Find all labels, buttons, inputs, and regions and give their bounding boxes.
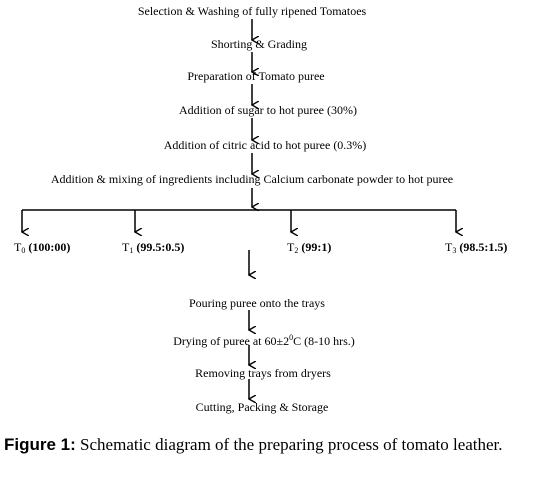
- step-add-citric: Addition of citric acid to hot puree (0.…: [163, 138, 367, 152]
- drying-text: Drying of puree at 60±2: [173, 334, 290, 348]
- treatment-ratio: (98.5:1.5): [459, 240, 508, 254]
- treatment-letter: T: [14, 240, 22, 254]
- treatment-t3: T3 (98.5:1.5): [445, 240, 507, 258]
- flow-arrows: [0, 19, 541, 430]
- treatment-t2: T2 (99:1): [287, 240, 331, 258]
- treatment-subscript: 3: [452, 246, 457, 255]
- step-sort-grade: Shorting & Grading: [211, 37, 307, 51]
- treatment-subscript: 0: [21, 246, 26, 255]
- figure-caption: Figure 1: Schematic diagram of the prepa…: [4, 434, 538, 456]
- treatment-ratio: (99:1): [301, 240, 332, 254]
- caption-label: Figure 1:: [4, 435, 76, 454]
- treatment-subscript: 1: [129, 246, 134, 255]
- treatment-subscript: 2: [294, 246, 299, 255]
- step-drying: Drying of puree at 60±20C (8-10 hrs.): [173, 331, 355, 348]
- step-add-sugar: Addition of sugar to hot puree (30%): [179, 103, 357, 117]
- step-pour-trays: Pouring puree onto the trays: [189, 296, 325, 310]
- treatment-letter: T: [287, 240, 295, 254]
- treatment-letter: T: [445, 240, 453, 254]
- step-puree-prep: Preparation of Tomato puree: [187, 69, 325, 83]
- degree-superscript: 0: [289, 333, 294, 342]
- treatment-ratio: (100:00): [28, 240, 71, 254]
- treatment-letter: T: [122, 240, 130, 254]
- treatment-t0: T0 (100:00): [14, 240, 70, 258]
- step-select-wash: Selection & Washing of fully ripened Tom…: [137, 4, 367, 18]
- step-cut-pack-store: Cutting, Packing & Storage: [195, 400, 329, 414]
- treatment-ratio: (99.5:0.5): [136, 240, 185, 254]
- drying-suffix: C (8-10 hrs.): [293, 334, 355, 348]
- step-remove-trays: Removing trays from dryers: [195, 366, 331, 380]
- treatment-t1: T1 (99.5:0.5): [122, 240, 184, 258]
- caption-text: Schematic diagram of the preparing proce…: [75, 435, 503, 454]
- step-mix-ingredients: Addition & mixing of ingredients includi…: [50, 172, 454, 186]
